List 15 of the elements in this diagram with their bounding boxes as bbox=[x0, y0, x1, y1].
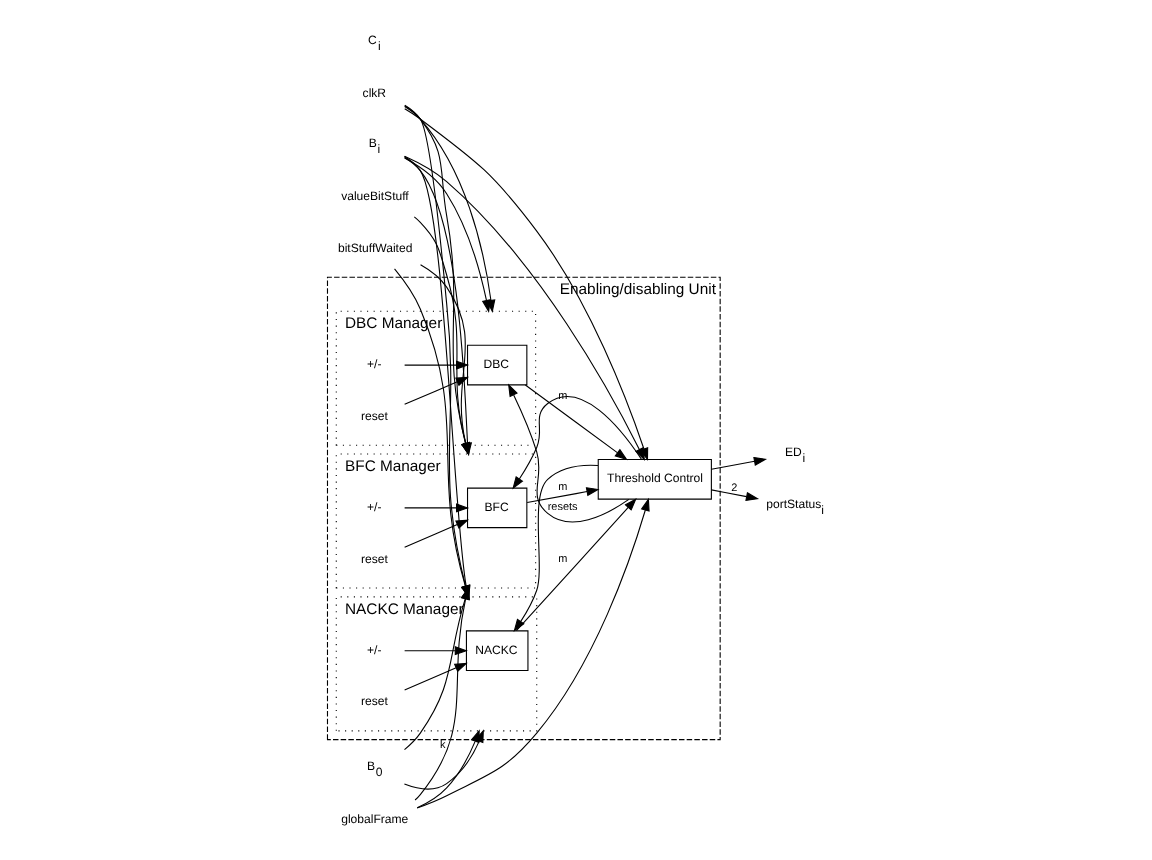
arrow bbox=[404, 156, 491, 312]
arrow bbox=[404, 502, 470, 512]
arrow bbox=[404, 661, 468, 690]
arrow bbox=[515, 496, 637, 631]
arrow bbox=[513, 463, 599, 632]
arrow bbox=[507, 382, 630, 522]
arrow bbox=[710, 488, 760, 501]
arrow bbox=[526, 486, 600, 503]
arrow bbox=[404, 645, 468, 655]
arrow bbox=[404, 518, 470, 547]
arrow bbox=[416, 496, 650, 808]
arrow bbox=[512, 395, 642, 489]
arrow bbox=[524, 383, 628, 460]
arrow bbox=[710, 455, 768, 469]
arrow bbox=[416, 728, 480, 808]
